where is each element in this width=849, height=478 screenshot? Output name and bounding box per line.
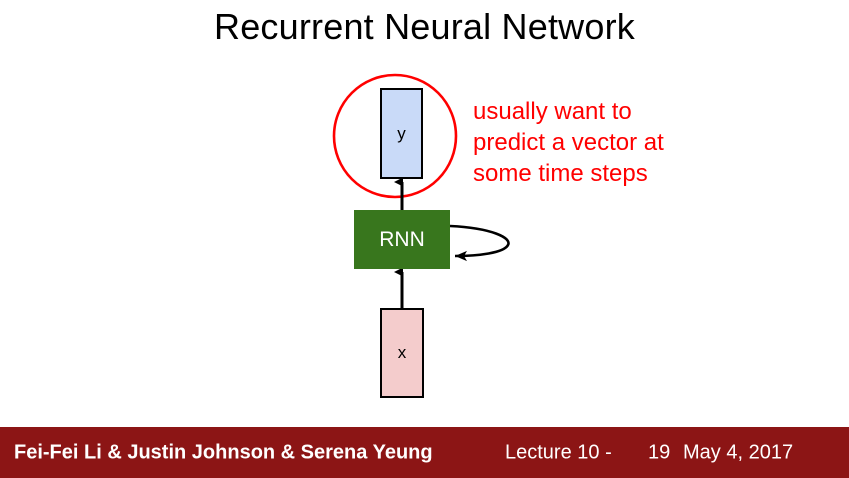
highlight-circle <box>332 73 458 199</box>
node-output-y[interactable]: y <box>380 88 423 179</box>
node-rnn-label: RNN <box>379 227 425 251</box>
node-rnn-cell[interactable]: RNN <box>354 210 450 269</box>
slide-footer: Fei-Fei Li & Justin Johnson & Serena Yeu… <box>0 427 849 478</box>
diagram-connectors-svg <box>332 73 510 308</box>
node-input-label: x <box>397 343 407 362</box>
page-title: Recurrent Neural Network <box>214 6 635 47</box>
rnn-diagram: y RNN x usually want to predict a vector… <box>332 73 664 398</box>
footer-lecture-label: Lecture 10 - <box>505 441 612 463</box>
footer-slide-number: 19 <box>648 441 671 463</box>
footer-authors: Fei-Fei Li & Justin Johnson & Serena Yeu… <box>14 441 433 463</box>
node-output-label: y <box>397 123 406 143</box>
recurrent-self-loop-arrow <box>449 224 510 262</box>
annotation-text: usually want to predict a vector at some… <box>473 98 664 187</box>
footer-date: May 4, 2017 <box>683 441 794 463</box>
node-input-x[interactable]: x <box>380 308 424 398</box>
